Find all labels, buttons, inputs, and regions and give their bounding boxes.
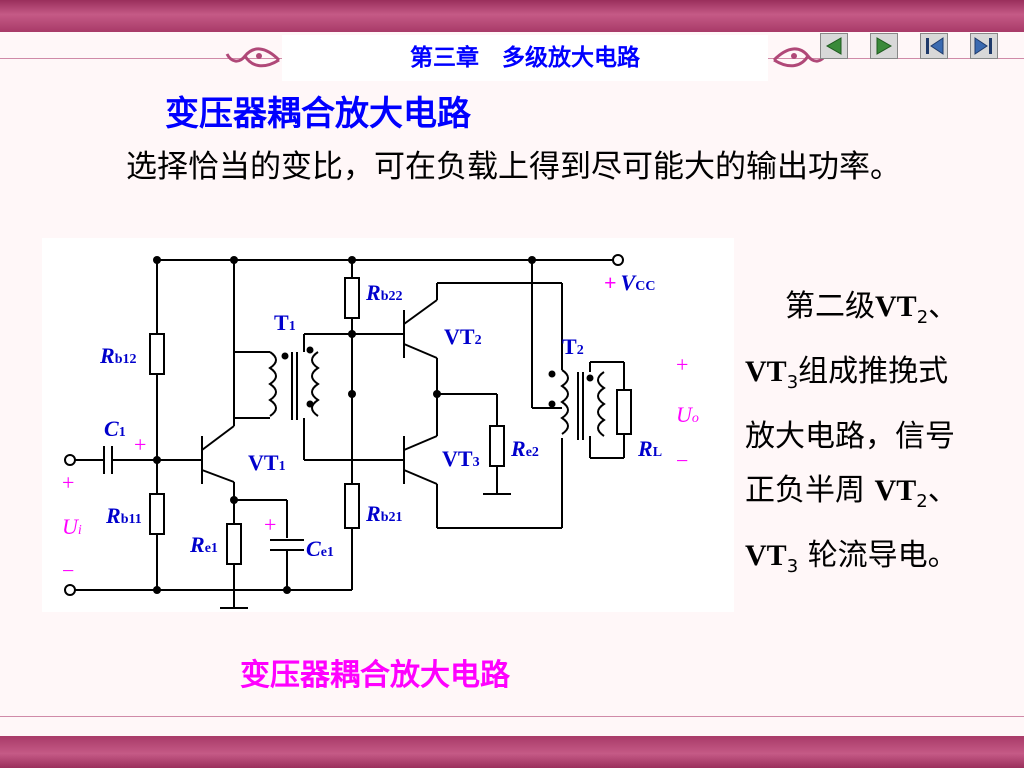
circuit-schematic: Rb12 Rb11 Rb22 Rb21 Re1 Re2 RL C1 Ce1 T1… [62, 254, 699, 609]
side-explanation: 第二级VT2、 VT3组成推挽式放大电路，信号正负半周 VT2、VT3 轮流导电… [745, 289, 959, 577]
ui-plus: + [62, 470, 74, 495]
triangle-right-icon [876, 37, 893, 55]
uo-minus: − [676, 448, 688, 473]
vcc-label: +VCC [604, 270, 655, 295]
re1-label: Re1 [189, 532, 218, 557]
ui-label: Ui [62, 514, 82, 539]
ce1-plus: + [264, 512, 276, 537]
ui-minus: − [62, 558, 74, 583]
nav-first-button[interactable] [920, 33, 948, 59]
t1-label: T1 [274, 310, 296, 335]
vt3-label: VT3 [442, 446, 480, 471]
skip-forward-icon [974, 37, 992, 55]
figure-caption: 变压器耦合放大电路 [240, 658, 510, 693]
intro-paragraph: 选择恰当的变比，可在负载上得到尽可能大的输出功率。 [126, 149, 901, 185]
vt1-label: VT1 [248, 450, 286, 475]
header-box [282, 35, 768, 81]
c1-plus: + [134, 432, 146, 457]
left-ornament-icon [225, 47, 281, 68]
nav-previous-button[interactable] [820, 33, 848, 59]
skip-back-icon [926, 37, 944, 55]
footer-rule [0, 716, 1024, 717]
rb12-label: Rb12 [99, 343, 136, 368]
rb21-label: Rb21 [365, 501, 402, 526]
c1-label: C1 [104, 416, 126, 441]
circuit-diagram: Rb12 Rb11 Rb22 Rb21 Re1 Re2 RL C1 Ce1 T1… [42, 238, 734, 612]
rb11-label: Rb11 [105, 503, 142, 528]
re2-label: Re2 [510, 436, 539, 461]
slide-title: 变压器耦合放大电路 [165, 94, 471, 134]
uo-plus: + [676, 352, 688, 377]
chapter-title: 第三章 多级放大电路 [410, 45, 640, 71]
triangle-left-icon [825, 37, 842, 55]
nav-next-button[interactable] [870, 33, 898, 59]
uo-label: Uo [676, 402, 699, 427]
ce1-label: Ce1 [306, 536, 334, 561]
bottom-decorative-band [0, 736, 1024, 768]
right-ornament-icon [772, 47, 828, 68]
rb22-label: Rb22 [365, 280, 402, 305]
vt2-label: VT2 [444, 324, 482, 349]
rl-label: RL [637, 436, 662, 461]
t2-label: T2 [562, 334, 584, 359]
nav-last-button[interactable] [970, 33, 998, 59]
top-decorative-band [0, 0, 1024, 32]
